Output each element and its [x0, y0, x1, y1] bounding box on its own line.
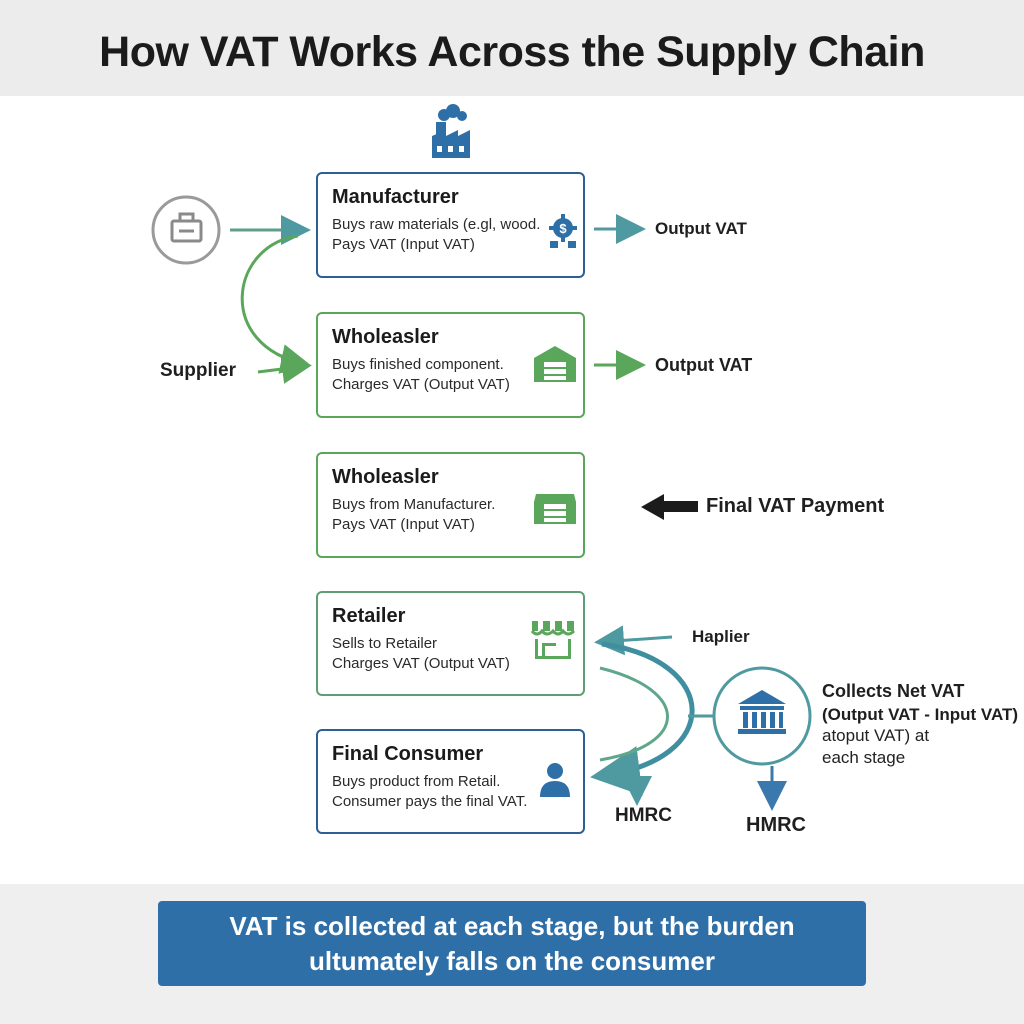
manufacturer-box: Manufacturer Buys raw materials (e.gl, w… [316, 172, 585, 278]
collects-net-vat-formula: (Output VAT - Input VAT) [822, 705, 1019, 724]
supplier-circle [151, 195, 221, 265]
bank-icon [738, 690, 786, 734]
collects-net-vat-line4: each stage [822, 748, 906, 767]
warehouse-icon [534, 494, 576, 524]
box-title: Final Consumer [332, 743, 484, 765]
banner-line-1: VAT is collected at each stage, but the … [229, 910, 795, 941]
storefront-icon [530, 621, 576, 659]
haplier-label: Haplier [692, 627, 750, 646]
warehouse-icon [534, 346, 576, 382]
box-line: Sells to Retailer [332, 635, 438, 652]
hmrc-label-2: HMRC [746, 814, 806, 836]
final-vat-payment-arrow [641, 494, 698, 520]
box-title: Wholeasler [332, 326, 439, 348]
haplier-arrow [594, 625, 673, 656]
box-line: Pays VAT (Input VAT) [332, 236, 475, 253]
box-title: Wholeasler [332, 466, 439, 488]
box-line: Buys product from Retail. [332, 773, 501, 790]
box-line: Buys from Manufacturer. [332, 496, 496, 513]
summary-banner: VAT is collected at each stage, but the … [158, 901, 866, 986]
output-vat-label-2: Output VAT [655, 355, 753, 375]
factory-icon [432, 104, 470, 158]
page-title: How VAT Works Across the Supply Chain [99, 28, 925, 76]
supplier-label-arrow [257, 354, 312, 384]
box-line: Pays VAT (Input VAT) [332, 516, 475, 533]
hmrc-label-1: HMRC [615, 805, 672, 826]
output-vat-label-1: Output VAT [655, 219, 747, 238]
collects-net-vat-line3: atoput VAT) at [822, 726, 930, 745]
box-line: Consumer pays the final VAT. [332, 793, 528, 810]
wholesaler-box-1: Wholeasler Buys finished component. Char… [316, 312, 585, 418]
box-title: Manufacturer [332, 186, 459, 208]
outer-return-curve [590, 641, 695, 796]
final-vat-payment-label: Final VAT Payment [706, 495, 885, 517]
box-title: Retailer [332, 605, 406, 627]
retailer-box: Retailer Sells to Retailer Charges VAT (… [316, 591, 585, 696]
crate-icon [170, 212, 203, 243]
money-gear-icon: $ [549, 214, 577, 248]
box-line: Buys finished component. [332, 356, 504, 373]
supplier-label: Supplier [160, 360, 237, 381]
banner-line-2: ultumately falls on the consumer [309, 945, 715, 976]
final-consumer-box: Final Consumer Buys product from Retail.… [316, 729, 585, 834]
box-line: Charges VAT (Output VAT) [332, 655, 510, 672]
box-line: Buys raw materials (e.gl, wood. [332, 216, 541, 233]
collects-net-vat-title: Collects Net VAT [822, 681, 965, 701]
inner-return-curve [599, 666, 669, 762]
wholesaler-box-2: Wholeasler Buys from Manufacturer. Pays … [316, 452, 585, 558]
person-icon [540, 763, 570, 797]
header-band [0, 0, 1024, 96]
svg-text:$: $ [559, 221, 567, 236]
box-line: Charges VAT (Output VAT) [332, 376, 510, 393]
manufacturer-to-wholesaler-curve [240, 234, 311, 374]
